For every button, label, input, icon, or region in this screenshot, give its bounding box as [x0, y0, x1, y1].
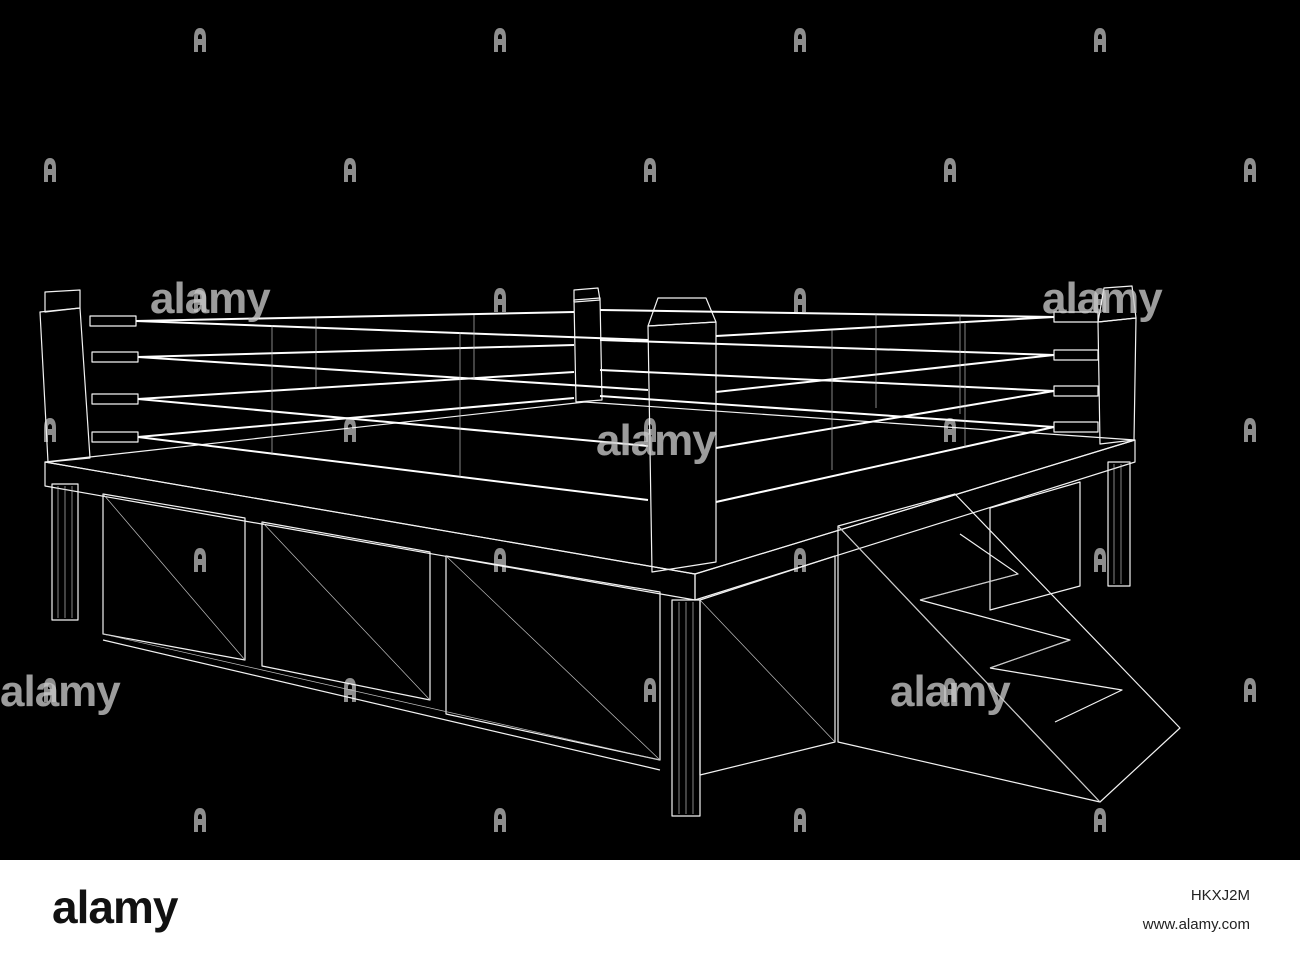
watermark-a-icon — [44, 678, 56, 702]
ring-deck-left-face — [44, 461, 696, 601]
watermark-a-icon — [794, 288, 806, 312]
watermark-a-icon — [794, 808, 806, 832]
image-id-label: HKXJ2M — [1190, 887, 1250, 904]
ring-stairs — [837, 493, 1181, 803]
watermark-a-icon — [194, 548, 206, 572]
watermark-a-icon — [194, 808, 206, 832]
corner-post-right — [1097, 317, 1137, 445]
watermark-a-icon — [944, 418, 956, 442]
watermark-a-icon — [644, 158, 656, 182]
watermark-text: alamy — [0, 667, 121, 716]
watermark-a-icon — [794, 28, 806, 52]
watermark-a-icon — [44, 158, 56, 182]
watermark-a-icon — [944, 158, 956, 182]
watermark-text: alamy — [1042, 274, 1163, 323]
boxing-ring — [39, 285, 1181, 817]
apron-panel-right — [699, 555, 836, 776]
watermark-text: alamy — [596, 416, 717, 465]
watermark-a-icon — [1094, 28, 1106, 52]
leg-front — [671, 599, 701, 817]
stock-footer-bar — [0, 860, 1300, 956]
corner-post-back — [573, 297, 603, 403]
leg-left — [51, 483, 79, 621]
watermark-text: alamy — [890, 667, 1011, 716]
watermark-a-icon — [1244, 678, 1256, 702]
watermark-a-icon — [194, 288, 206, 312]
watermark-a-icon — [1094, 808, 1106, 832]
leg-right — [1107, 461, 1131, 587]
watermark-a-icon — [494, 808, 506, 832]
apron-panel-back-right — [989, 481, 1081, 611]
watermark-a-icon — [1094, 548, 1106, 572]
turnbuckle — [89, 315, 137, 327]
ring-deck-top — [44, 401, 1136, 575]
watermark-a-icon — [494, 28, 506, 52]
watermark-a-icon — [344, 158, 356, 182]
watermark-layer: alamy alamy alamy alamy alamy — [0, 274, 1164, 716]
watermark-a-icon — [1244, 158, 1256, 182]
watermark-a-icon — [1244, 418, 1256, 442]
watermark-text: alamy — [150, 274, 271, 323]
watermark-a-icon — [494, 288, 506, 312]
watermark-a-icon — [344, 418, 356, 442]
watermark-a-icon — [944, 678, 956, 702]
apron-base-line — [102, 639, 661, 771]
site-url-label: www.alamy.com — [1142, 916, 1250, 933]
rope-left-1 — [135, 320, 649, 341]
watermark-a-icon — [194, 28, 206, 52]
watermark-a-icon — [494, 548, 506, 572]
ring-deck-right-face — [694, 439, 1136, 601]
watermark-a-icon — [644, 678, 656, 702]
alamy-logo: alamy — [52, 881, 178, 933]
